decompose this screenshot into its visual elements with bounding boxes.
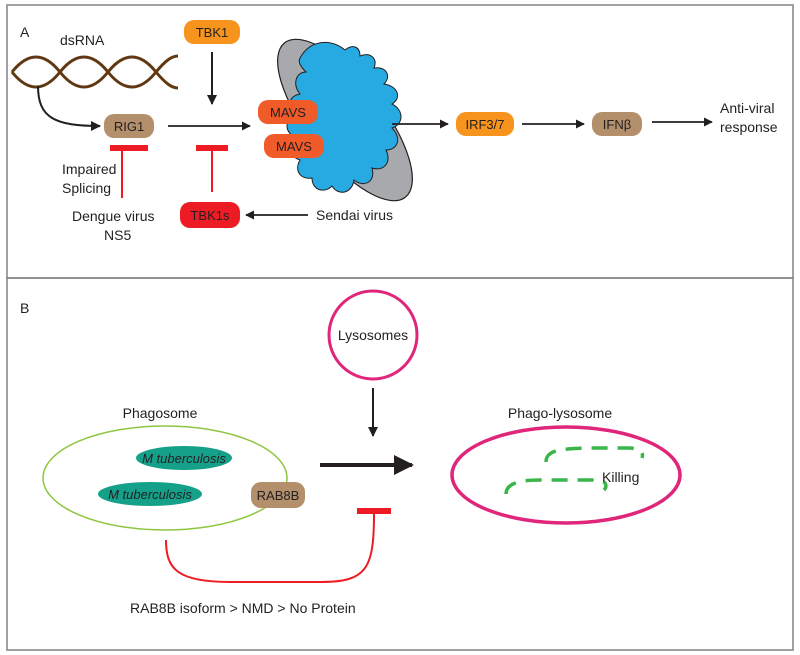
- tbk1s-box: [180, 202, 240, 228]
- mavs-label-2: MAVS: [276, 139, 312, 154]
- antiviral-label-1: Anti-viral: [720, 100, 774, 116]
- mavs-box-1: [258, 100, 318, 124]
- phagosome-ellipse: [42, 425, 288, 531]
- lysosomes-circle: [327, 289, 419, 381]
- sendai-label: Sendai virus: [316, 207, 393, 223]
- ifnb-label: IFNβ: [603, 117, 631, 132]
- mtb-pill-1: [136, 446, 232, 470]
- phagolysosome-label: Phago-lysosome: [508, 405, 612, 421]
- mtb-label-1: M tuberculosis: [142, 451, 226, 466]
- rab8b-label: RAB8B: [257, 488, 300, 503]
- panel-b-letter: B: [20, 300, 29, 316]
- mtb-pill-2: [98, 482, 202, 506]
- dsrna-to-rig1-arrow: [37, 85, 101, 131]
- antiviral-label-2: response: [720, 119, 778, 135]
- rab8b-isoform-label: RAB8B isoform > NMD > No Protein: [130, 600, 356, 616]
- phagolysosome-ellipse: [450, 425, 682, 525]
- dsrna-helix: [10, 54, 179, 90]
- phagosome-label: Phagosome: [123, 405, 198, 421]
- dsrna-label: dsRNA: [60, 32, 105, 48]
- killing-label: Killing: [602, 469, 639, 485]
- rig1-box: [104, 114, 154, 138]
- mavs-box-2: [264, 134, 324, 158]
- ifnb-box: [592, 112, 642, 136]
- rab8b-isoform-curve: [165, 513, 375, 583]
- rig1-label: RIG1: [114, 119, 144, 134]
- mavs-label-1: MAVS: [270, 105, 306, 120]
- tbk1-label: TBK1: [196, 25, 229, 40]
- irf-box: [456, 112, 514, 136]
- mtb-label-2: M tuberculosis: [108, 487, 192, 502]
- rab8b-box: [251, 482, 305, 508]
- impaired-splicing-label-1: Impaired: [62, 161, 116, 177]
- dengue-label-1: Dengue virus: [72, 208, 155, 224]
- impaired-splicing-label-2: Splicing: [62, 180, 111, 196]
- tbk1-box: [184, 20, 240, 44]
- lysosomes-label: Lysosomes: [338, 327, 408, 343]
- panel-a-letter: A: [20, 24, 30, 40]
- degraded-bacteria: [504, 446, 645, 495]
- dengue-label-2: NS5: [104, 227, 131, 243]
- irf-label: IRF3/7: [465, 117, 504, 132]
- tbk1s-label: TBK1s: [190, 208, 230, 223]
- panel-b-frame: [6, 277, 794, 651]
